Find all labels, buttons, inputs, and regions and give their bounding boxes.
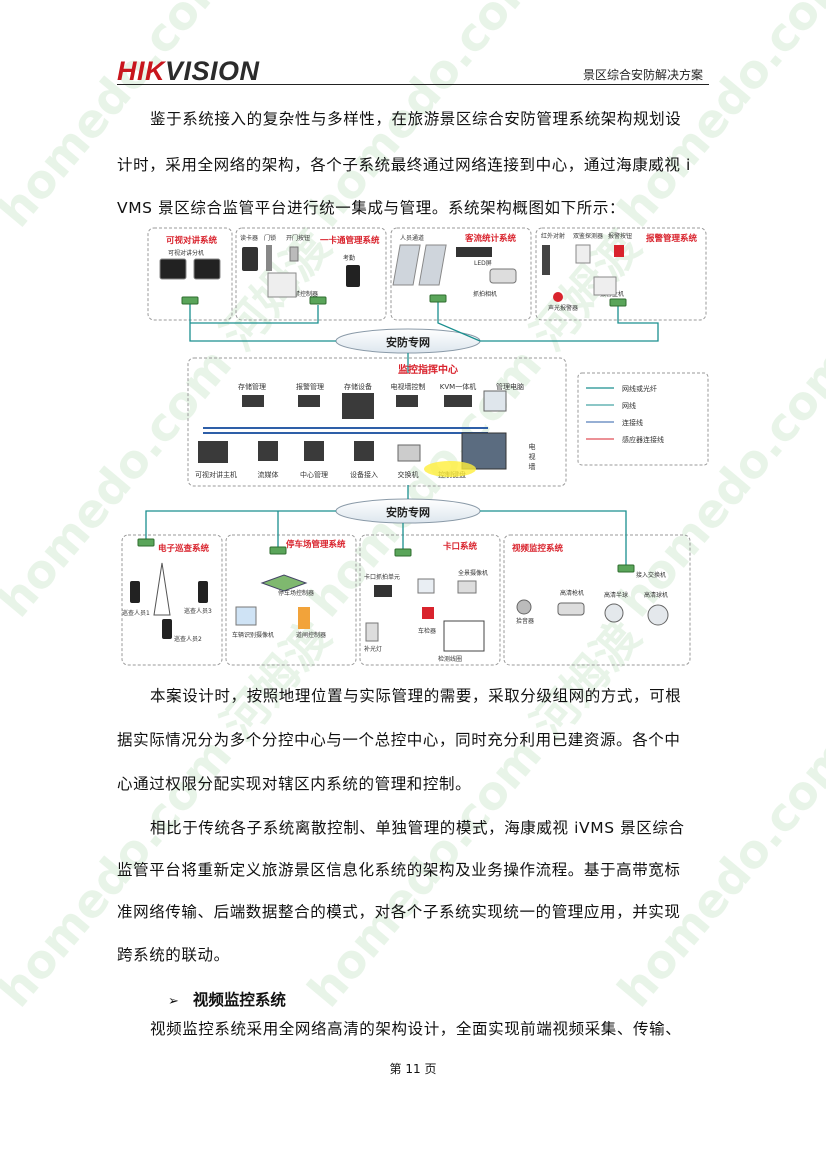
device-label: 巡查人员3 — [184, 607, 212, 615]
center-label: 设备接入 — [350, 470, 378, 479]
device-label: 考勤 — [343, 254, 355, 262]
legend-item: 感应器连接线 — [622, 435, 664, 444]
center-label: 电 — [529, 442, 536, 451]
network-cloud: 安防专网 — [335, 498, 481, 524]
device-label: 车检器 — [418, 627, 436, 635]
subsystem-title: 可视对讲系统 — [166, 235, 218, 246]
paragraph-line: 本案设计时，按照地理位置与实际管理的需要，采取分级组网的方式，可根 — [150, 687, 682, 705]
box-checkpoint — [359, 534, 501, 666]
paragraph-line: 鉴于系统接入的复杂性与多样性，在旅游景区综合安防管理系统架构规划设 — [150, 110, 682, 128]
paragraph-line: 视频监控系统采用全网络高清的架构设计，全面实现前端视频采集、传输、 — [150, 1020, 682, 1038]
center-label: 可视对讲主机 — [195, 470, 237, 479]
center-label: 流媒体 — [258, 470, 279, 479]
device-label: 门锁 — [264, 234, 276, 242]
legend-item: 网线或光纤 — [622, 384, 657, 393]
device-label: 停车场控制器 — [278, 589, 314, 597]
device-label: 读卡器 — [240, 234, 258, 242]
system-architecture-diagram: 安防专网 安防专网 可视对讲系统 一卡通管理系统 客流统计系统 报警管理系统 可… — [121, 227, 709, 666]
subsystem-title: 报警管理系统 — [646, 233, 698, 244]
subsystem-title: 卡口系统 — [443, 541, 478, 552]
subsystem-title: 客流统计系统 — [464, 233, 517, 244]
device-label: 卡口抓拍单元 — [364, 573, 400, 581]
page-number: 第 11 页 — [389, 1062, 437, 1076]
device-label: 检测线圈 — [438, 655, 462, 663]
center-label: 存储管理 — [238, 382, 266, 391]
center-label: KVM一体机 — [440, 382, 476, 391]
subsystem-title: 一卡通管理系统 — [320, 235, 380, 246]
device-label: 巡查人员2 — [174, 635, 202, 643]
device-label: 补光灯 — [364, 645, 382, 653]
box-video — [503, 534, 691, 666]
box-alarm — [535, 227, 707, 321]
page-header: HIKVISION 景区综合安防解决方案 — [117, 52, 709, 86]
device-label: 高清枪机 — [560, 589, 584, 597]
device-label: 抓拍相机 — [473, 290, 497, 298]
paragraph-line: 相比于传统各子系统离散控制、单独管理的模式，海康威视 iVMS 景区综合 — [150, 819, 685, 837]
device-label: 人员通道 — [400, 234, 424, 242]
bullet-arrow-icon: ➢ — [168, 994, 179, 1009]
paragraph-line: 据实际情况分为多个分控中心与一个总控中心，同时充分利用已建资源。各个中 — [117, 731, 681, 749]
paragraph-line: 跨系统的联动。 — [117, 946, 230, 964]
device-label: 高清半球 — [604, 591, 628, 599]
legend-item: 网线 — [622, 401, 636, 410]
device-label: 道闸控制器 — [296, 631, 326, 639]
document-title: 景区综合安防解决方案 — [582, 68, 703, 82]
device-label: 门禁控制器 — [288, 290, 318, 298]
subsystem-title: 停车场管理系统 — [286, 539, 346, 550]
device-label: 拾音器 — [516, 617, 534, 625]
device-label: 声光报警器 — [548, 304, 578, 312]
center-label: 视 — [529, 452, 536, 461]
box-legend — [577, 372, 709, 466]
center-label: 存储设备 — [344, 382, 372, 391]
hikvision-logo: HIKVISION — [117, 56, 260, 86]
device-label: 开门按钮 — [286, 234, 310, 242]
subsystem-title: 视频监控系统 — [512, 543, 564, 554]
section-heading: ➢视频监控系统 — [168, 991, 286, 1009]
paragraph-line: 计时，采用全网络的架构，各个子系统最终通过网络连接到中心，通过海康威视 i — [117, 156, 691, 174]
device-label: 红外对射 — [541, 232, 565, 240]
center-label: 报警管理 — [296, 382, 324, 391]
paragraph-line: 心通过权限分配实现对辖区内系统的管理和控制。 — [117, 775, 472, 793]
center-label: 交换机 — [398, 470, 419, 479]
device-label: 全景摄像机 — [458, 569, 488, 577]
network-label: 安防专网 — [386, 335, 430, 349]
device-label: 巡查人员1 — [122, 609, 150, 617]
center-label: 管理电脑 — [496, 382, 524, 391]
box-flow — [390, 227, 532, 321]
center-label: 中心管理 — [300, 470, 328, 479]
center-title: 监控指挥中心 — [398, 363, 458, 376]
device-label: 可视对讲分机 — [168, 249, 204, 257]
device-label: 双鉴探测器 — [573, 232, 603, 240]
device-label: 车辆识别摄像机 — [232, 631, 274, 639]
box-parking — [225, 534, 357, 666]
network-label: 安防专网 — [386, 505, 430, 519]
paragraph-line: 准网络传输、后端数据整合的模式，对各个子系统实现统一的管理应用，并实现 — [117, 903, 681, 921]
box-card — [235, 227, 387, 321]
paragraph-line: VMS 景区综合监管平台进行统一集成与管理。系统架构概图如下所示： — [117, 199, 626, 217]
legend-item: 连接线 — [622, 418, 643, 427]
box-patrol — [121, 534, 223, 666]
paragraph-line: 监管平台将重新定义旅游景区信息化系统的架构及业务操作流程。基于高带宽标 — [117, 861, 681, 879]
device-label: LED屏 — [474, 260, 492, 267]
device-label: 高清球机 — [644, 591, 668, 599]
device-label: 报警按钮 — [608, 232, 632, 240]
center-label: 墙 — [529, 462, 536, 471]
device-label: 接入交换机 — [636, 571, 666, 579]
box-center — [187, 357, 567, 487]
network-cloud: 安防专网 — [335, 328, 481, 354]
subsystem-title: 电子巡查系统 — [158, 543, 210, 554]
center-label: 电视墙控制 — [391, 382, 426, 391]
